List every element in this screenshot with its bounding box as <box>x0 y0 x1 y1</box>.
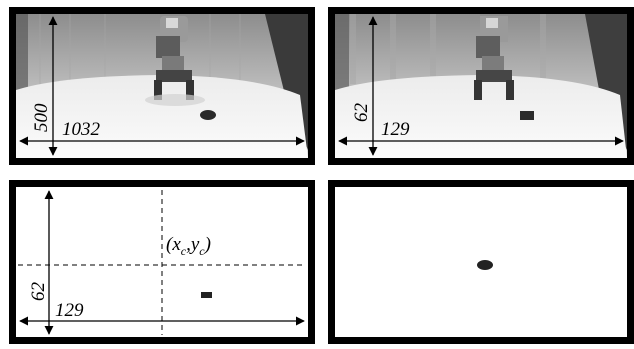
panel-top-right: 129 62 <box>328 7 634 165</box>
camera-photo <box>16 14 308 158</box>
height-label: 500 <box>31 103 52 132</box>
height-label: 62 <box>28 282 49 302</box>
panel-bottom-left: (xc,yc) 129 62 <box>9 180 315 344</box>
width-label: 1032 <box>62 119 101 140</box>
height-label: 62 <box>351 103 372 123</box>
object-blob <box>200 110 216 120</box>
panel-bottom-right <box>328 180 634 344</box>
width-label: 129 <box>381 119 410 140</box>
center-crosshair <box>18 190 306 335</box>
object-blob <box>477 260 493 270</box>
robot-arm <box>145 16 205 106</box>
width-label: 129 <box>55 300 84 321</box>
panel-top-left: 1032 500 <box>9 7 315 165</box>
object-blob <box>201 292 212 298</box>
camera-photo-lowres <box>335 14 627 158</box>
robot-arm <box>474 16 514 100</box>
object-blob <box>520 111 534 120</box>
center-label: (xc,yc) <box>166 234 211 258</box>
